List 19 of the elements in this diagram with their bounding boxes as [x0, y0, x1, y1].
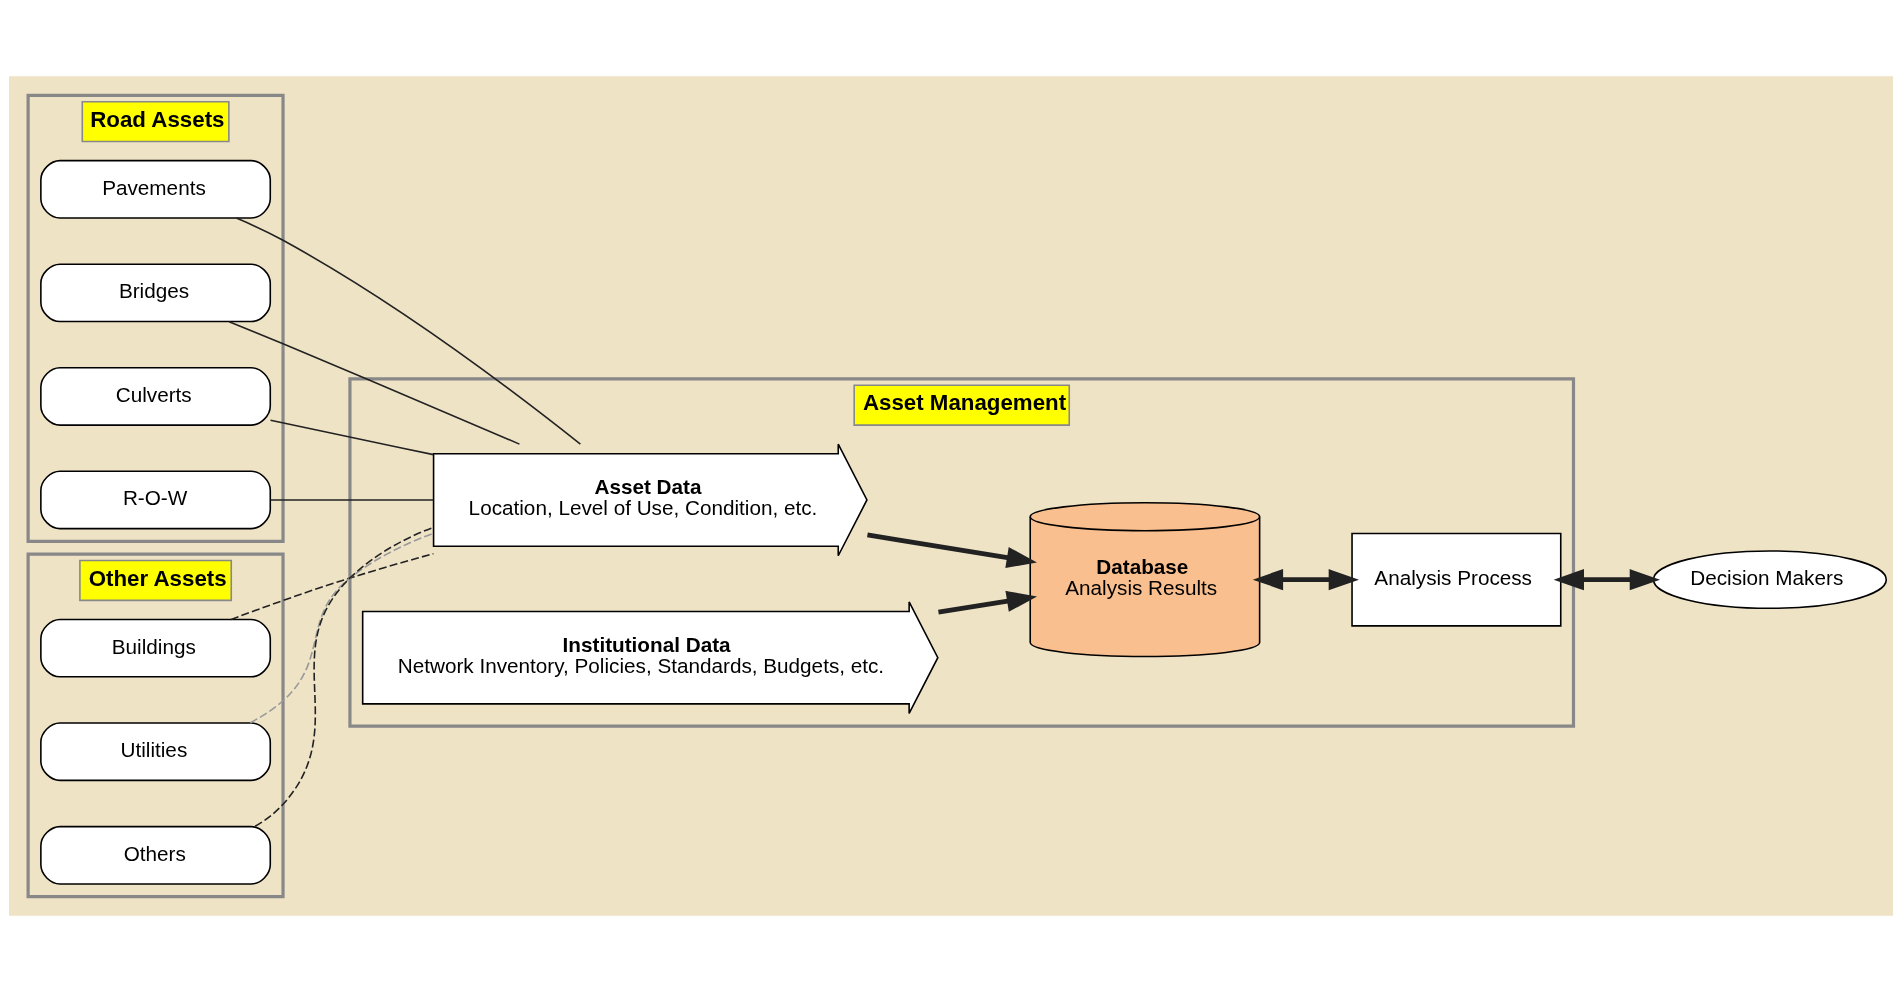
node-box: Bridges — [39, 262, 271, 322]
connector — [253, 526, 434, 827]
connector — [227, 320, 520, 445]
arrow — [1553, 568, 1660, 590]
node-box: Culverts — [39, 366, 271, 426]
node-box: Others — [39, 825, 271, 885]
node-box: Pavements — [39, 159, 271, 219]
arrow — [1252, 568, 1359, 590]
node-box: Analysis Process — [1350, 532, 1562, 627]
node-box: Buildings — [39, 618, 271, 678]
connector — [248, 532, 434, 723]
connector — [269, 419, 434, 455]
connector — [269, 498, 434, 501]
connector — [235, 216, 581, 445]
arrow — [937, 590, 1037, 615]
arrow — [866, 532, 1037, 568]
node-box: R-O-W — [39, 470, 271, 529]
node-ellipse: Decision Makers — [1652, 549, 1887, 609]
node-box: Utilities — [39, 721, 271, 781]
